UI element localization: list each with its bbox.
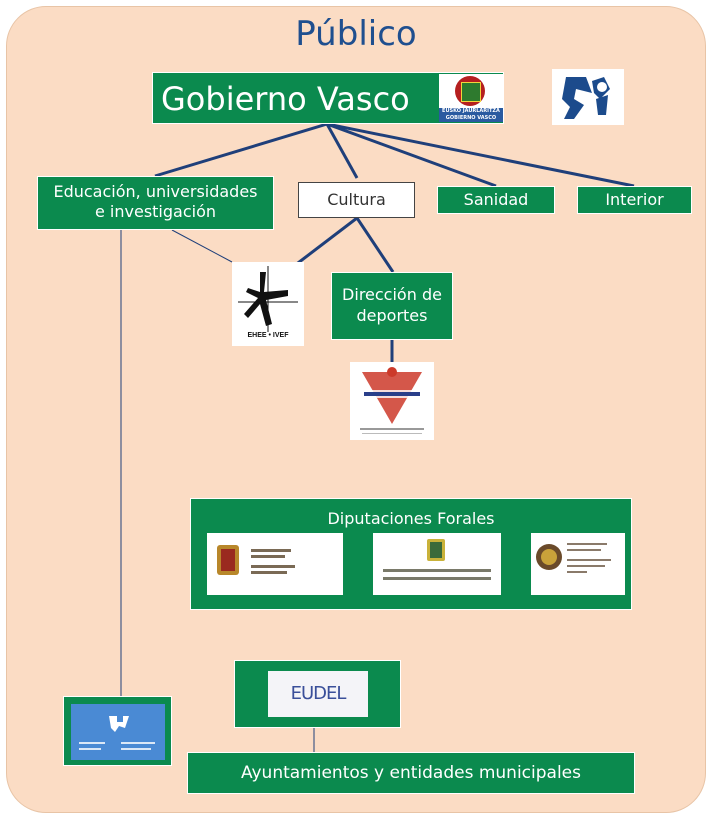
ivef-logo-text: EHEE • IVEF (247, 332, 289, 339)
educacion-line-2: e investigación (94, 202, 216, 221)
cultura-box: Cultura (298, 182, 415, 218)
ayuntamientos-box: Ayuntamientos y entidades municipales (187, 752, 635, 794)
basque-gov-emblem-icon: EUSKO JAURLARITZA GOBIERNO VASCO (439, 74, 503, 122)
educacion-line-1: Educación, universidades (53, 182, 258, 201)
alava-logo-graphic (217, 545, 295, 575)
eudel-logo-text: EUDEL (290, 683, 347, 704)
diputaciones-title: Diputaciones Forales (327, 509, 495, 528)
basque-sport-logo-icon (552, 69, 624, 125)
upv-ehu-logo-graphic (71, 704, 165, 760)
emblem-caption-1: EUSKO JAURLARITZA (442, 108, 500, 114)
connector-cultura-deportes (355, 217, 395, 273)
emblem-caption-2: GOBIERNO VASCO (445, 115, 497, 121)
cultura-label: Cultura (327, 190, 386, 209)
direccion-line-2: deportes (356, 306, 428, 325)
ayuntamientos-label: Ayuntamientos y entidades municipales (241, 763, 581, 783)
connector-gov-cultura (325, 123, 359, 179)
connector-gov-interior (326, 122, 635, 188)
gipuzkoa-logo-icon (373, 533, 501, 595)
ivef-logo-graphic (238, 266, 298, 332)
eudel-logo-icon: EUDEL (268, 671, 368, 717)
connector-gov-educacion (154, 122, 328, 178)
eudel-box: EUDEL (234, 660, 401, 728)
page-title: Público (295, 14, 417, 54)
basque-sport-logo-graphic (552, 69, 624, 125)
connector-cultura-ivef (293, 216, 358, 268)
bizkaia-logo-icon (531, 533, 625, 595)
interior-box: Interior (577, 186, 692, 214)
interior-label: Interior (605, 190, 664, 209)
sanidad-label: Sanidad (463, 190, 529, 209)
ivef-logo-icon: EHEE • IVEF (232, 262, 304, 346)
upv-ehu-box (63, 696, 172, 766)
upv-ehu-logo-icon (71, 704, 165, 760)
alava-logo-icon (207, 533, 343, 595)
diputaciones-box: Diputaciones Forales (190, 498, 632, 610)
direccion-line-1: Dirección de (342, 285, 442, 304)
educacion-box: Educación, universidades e investigación (37, 176, 274, 230)
sanidad-box: Sanidad (437, 186, 555, 214)
direccion-deportes-box: Dirección de deportes (331, 272, 453, 340)
bizkaia-logo-graphic (536, 543, 611, 573)
gobierno-vasco-label: Gobierno Vasco (161, 80, 410, 118)
gobierno-vasco-box: Gobierno Vasco EUSKO JAURLARITZA GOBIERN… (152, 72, 504, 124)
gipuzkoa-logo-graphic (383, 539, 491, 580)
kirol-logo-graphic (356, 367, 428, 434)
kirol-logo-icon (350, 362, 434, 440)
connector-gov-sanidad (326, 122, 497, 188)
connector-educacion-ivef (171, 229, 233, 263)
